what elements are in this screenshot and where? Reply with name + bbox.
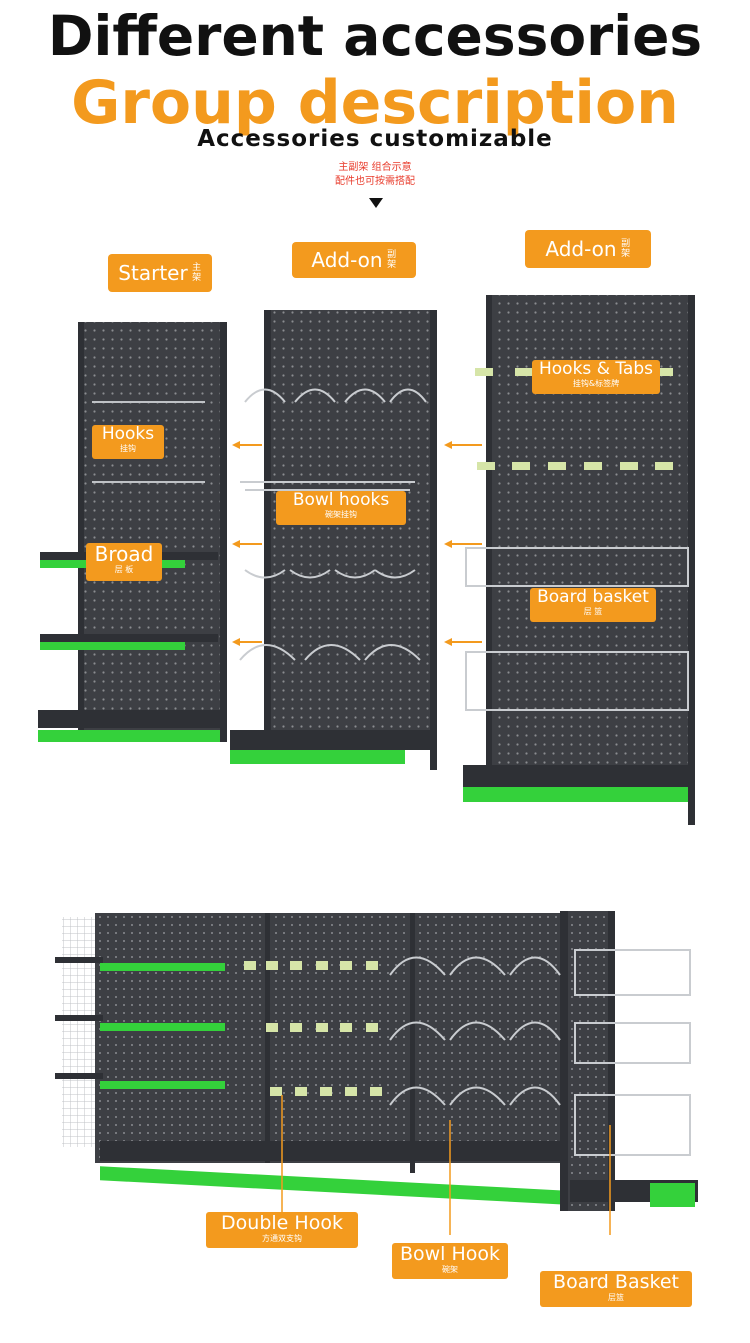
- label-bowl-hooks: Bowl hooks 碗架挂钩: [276, 491, 406, 525]
- label-bowl-hook: Bowl Hook 碗架: [392, 1243, 508, 1279]
- label-board-basket-bottom: Board Basket 层篮: [540, 1271, 692, 1307]
- label-hooks: Hooks 挂钩: [92, 425, 164, 459]
- label-double-hook: Double Hook 方通双支钩: [206, 1212, 358, 1248]
- tag-addon-2: Add-on 副架: [525, 230, 651, 268]
- label-hooks-tabs: Hooks & Tabs 挂钩&标签牌: [532, 360, 660, 394]
- sub-title: Group description: [71, 68, 679, 138]
- main-title: Different accessories: [47, 4, 703, 68]
- starter-unit: [38, 322, 227, 742]
- connector-arrows: [232, 441, 482, 646]
- down-arrow-icon: [369, 198, 383, 208]
- tag-starter: Starter 主架: [108, 254, 212, 292]
- tagline: Accessories customizable: [197, 126, 553, 152]
- note-cn-2: 配件也可按需搭配: [335, 176, 415, 187]
- label-board-basket-top: Board basket 层 篮: [530, 588, 656, 622]
- label-broad: Broad 层 板: [86, 543, 162, 581]
- combined-gondola-illustration: [55, 911, 698, 1235]
- tag-addon-1: Add-on 副架: [292, 242, 416, 278]
- note-cn-1: 主副架 组合示意: [338, 162, 412, 173]
- addon-unit-1: [230, 310, 437, 770]
